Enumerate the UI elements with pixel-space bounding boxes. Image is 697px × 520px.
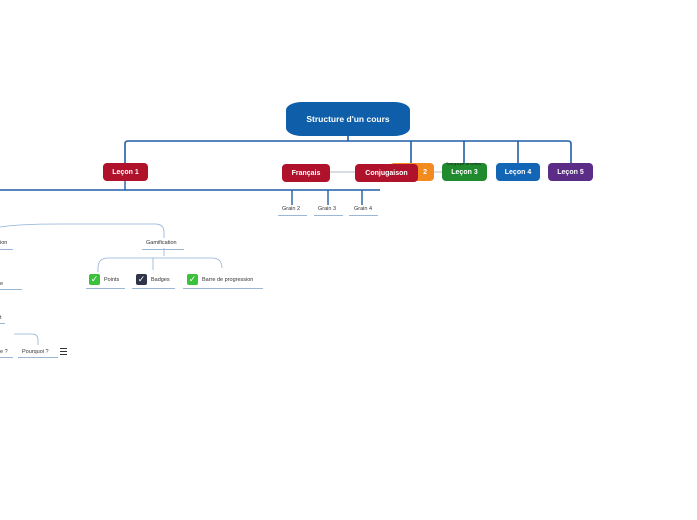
gamification-item[interactable]: Points: [104, 277, 120, 283]
gamification-underline: [132, 288, 175, 289]
gamification-underline: [86, 288, 125, 289]
lesson-node-lecon3[interactable]: Leçon 3: [442, 163, 487, 181]
check-icon: ✓: [89, 274, 100, 285]
lesson-node-lecon5[interactable]: Leçon 5: [548, 163, 593, 181]
grain-node[interactable]: Grain 3: [318, 206, 337, 212]
menu-icon[interactable]: [60, 348, 67, 355]
lesson-node-lecon4[interactable]: Leçon 4: [496, 163, 540, 181]
lesson-node-lecon1[interactable]: Leçon 1: [103, 163, 148, 181]
check-icon: ✓: [187, 274, 198, 285]
branch-underline: [0, 323, 5, 324]
check-icon: ✓: [136, 274, 147, 285]
lecon1-connectors: [0, 180, 380, 205]
root-node[interactable]: Structure d'un cours: [286, 102, 410, 136]
gamification-underline: [183, 288, 263, 289]
root-connectors: [124, 136, 572, 163]
branch-underline: [142, 249, 184, 250]
branch-underline: [0, 289, 22, 290]
gamification-item[interactable]: Badges: [151, 277, 170, 283]
branch-node-gamification[interactable]: Gamification: [146, 240, 177, 246]
branch-node-partial[interactable]: t: [0, 315, 2, 321]
grain-underline: [349, 215, 378, 216]
root-node-label: Structure d'un cours: [306, 114, 390, 124]
branch-node-partial[interactable]: ion: [0, 240, 8, 246]
branch-node-partial[interactable]: e: [0, 281, 4, 287]
grain-underline: [314, 215, 343, 216]
lesson-label: Leçon 5: [557, 168, 584, 176]
branch-node-question[interactable]: e ?: [0, 349, 8, 355]
lesson-label: Leçon 1: [112, 168, 139, 176]
grain-underline: [278, 215, 307, 216]
branch-node-pourquoi[interactable]: Pourquoi ?: [22, 349, 49, 355]
lesson-label: 2: [423, 168, 427, 176]
branch-connectors: [0, 223, 223, 345]
lesson-label: Leçon 4: [504, 168, 532, 176]
lesson-node-conjugaison[interactable]: Conjugaison: [355, 164, 418, 182]
gamification-item[interactable]: Barre de progression: [202, 277, 254, 283]
grain-node[interactable]: Grain 2: [282, 206, 301, 212]
grain-node[interactable]: Grain 4: [354, 206, 373, 212]
branch-underline: [18, 357, 58, 358]
overlap-caption: Tout groupe de verbes: [446, 162, 481, 166]
lesson-node-francais[interactable]: Français: [282, 164, 330, 182]
lesson-label: Conjugaison: [365, 169, 408, 177]
lesson-label: Français: [291, 169, 321, 177]
branch-underline: [0, 249, 13, 250]
branch-underline: [0, 357, 13, 358]
lesson-label: Leçon 3: [451, 168, 478, 176]
